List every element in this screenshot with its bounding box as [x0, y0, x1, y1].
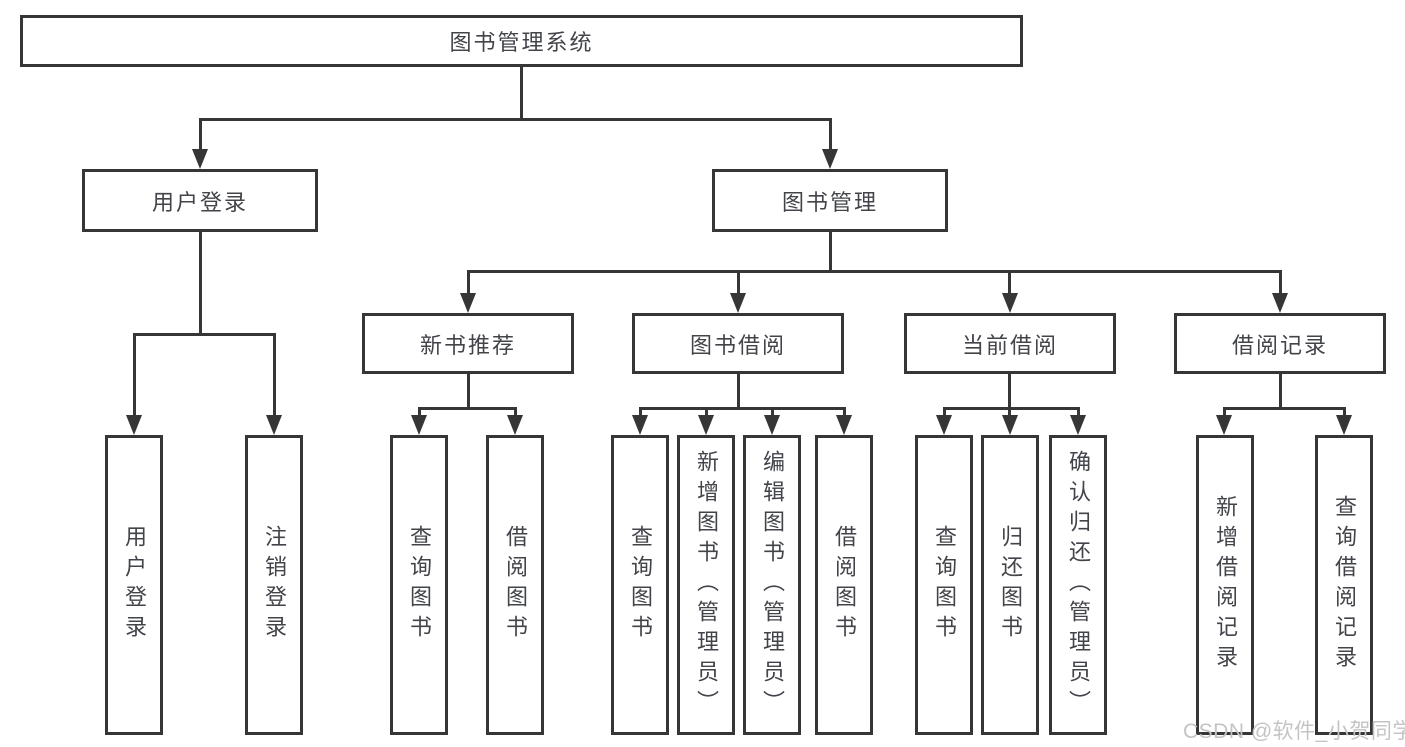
- leaf-label: 归还图书: [998, 525, 1023, 645]
- connector-hline: [1223, 407, 1346, 410]
- leaf-edit-book-admin: 编辑图书（管理员）: [743, 435, 801, 735]
- node-label: 借阅记录: [1231, 332, 1328, 358]
- arrow-down-icon: [836, 415, 852, 435]
- node-book-management: 图书管理: [712, 169, 948, 232]
- leaf-label: 编辑图书（管理员）: [760, 450, 785, 720]
- connector-vline: [1279, 270, 1282, 295]
- node-current-borrowing: 当前借阅: [904, 313, 1116, 374]
- connector-vline: [199, 118, 202, 150]
- arrow-down-icon: [632, 415, 648, 435]
- leaf-query-books-recommend: 查询图书: [390, 435, 448, 735]
- leaf-label: 查询图书: [407, 525, 432, 645]
- arrow-down-icon: [1272, 293, 1288, 313]
- connector-vline: [737, 374, 740, 410]
- leaf-label: 注销登录: [262, 525, 287, 645]
- leaf-borrow-books-borrowing: 借阅图书: [815, 435, 873, 735]
- connector-vline: [771, 407, 774, 417]
- arrow-down-icon: [1002, 415, 1018, 435]
- leaf-label: 新增图书（管理员）: [694, 450, 719, 720]
- arrow-down-icon: [126, 415, 142, 435]
- node-book-borrowing: 图书借阅: [632, 313, 844, 374]
- connector-vline: [514, 407, 517, 417]
- leaf-user-login: 用户登录: [105, 435, 163, 735]
- node-library-management-system: 图书管理系统: [20, 15, 1023, 67]
- leaf-label: 用户登录: [122, 525, 147, 645]
- node-label: 当前借阅: [961, 332, 1058, 358]
- connector-hline: [133, 333, 276, 336]
- connector-hline: [199, 118, 831, 121]
- connector-hline: [639, 407, 846, 410]
- leaf-label: 确认归还（管理员）: [1066, 450, 1091, 720]
- connector-vline: [1008, 407, 1011, 417]
- connector-vline: [1223, 407, 1226, 417]
- leaf-confirm-return-admin: 确认归还（管理员）: [1049, 435, 1107, 735]
- node-new-book-recommendation: 新书推荐: [362, 313, 574, 374]
- node-label: 用户登录: [151, 189, 248, 215]
- leaf-label: 借阅图书: [832, 525, 857, 645]
- arrow-down-icon: [764, 415, 780, 435]
- leaf-add-book-admin: 新增图书（管理员）: [677, 435, 735, 735]
- connector-vline: [737, 270, 740, 295]
- leaf-label: 查询借阅记录: [1332, 495, 1357, 675]
- connector-hline: [418, 407, 517, 410]
- leaf-label: 查询图书: [932, 525, 957, 645]
- arrow-down-icon: [698, 415, 714, 435]
- connector-vline: [829, 232, 832, 273]
- arrow-down-icon: [730, 293, 746, 313]
- leaf-add-borrow-record: 新增借阅记录: [1196, 435, 1254, 735]
- connector-vline: [1279, 374, 1282, 410]
- arrow-down-icon: [192, 149, 208, 169]
- leaf-logout: 注销登录: [245, 435, 303, 735]
- node-label: 图书管理系统: [449, 30, 594, 55]
- connector-vline: [1077, 407, 1080, 417]
- connector-vline: [520, 67, 523, 120]
- connector-vline: [639, 407, 642, 417]
- connector-hline: [467, 270, 1282, 273]
- leaf-query-borrow-record: 查询借阅记录: [1315, 435, 1373, 735]
- arrow-down-icon: [411, 415, 427, 435]
- connector-vline: [133, 333, 136, 416]
- leaf-query-books-borrowing: 查询图书: [611, 435, 669, 735]
- connector-vline: [1008, 270, 1011, 295]
- arrow-down-icon: [1070, 415, 1086, 435]
- connector-vline: [467, 374, 470, 410]
- arrow-down-icon: [266, 415, 282, 435]
- arrow-down-icon: [460, 293, 476, 313]
- node-label: 图书借阅: [689, 332, 786, 358]
- connector-vline: [273, 333, 276, 416]
- node-user-login: 用户登录: [82, 169, 318, 232]
- arrow-down-icon: [1216, 415, 1232, 435]
- node-borrowing-records: 借阅记录: [1174, 313, 1386, 374]
- connector-vline: [829, 118, 832, 150]
- leaf-borrow-books-recommend: 借阅图书: [486, 435, 544, 735]
- arrow-down-icon: [1002, 293, 1018, 313]
- connector-vline: [418, 407, 421, 417]
- leaf-label: 借阅图书: [503, 525, 528, 645]
- connector-vline: [843, 407, 846, 417]
- connector-hline: [943, 407, 1080, 410]
- leaf-label: 查询图书: [628, 525, 653, 645]
- leaf-return-books: 归还图书: [981, 435, 1039, 735]
- node-label: 图书管理: [781, 189, 878, 215]
- connector-vline: [943, 407, 946, 417]
- connector-vline: [1008, 374, 1011, 410]
- connector-vline: [467, 270, 470, 295]
- arrow-down-icon: [822, 149, 838, 169]
- arrow-down-icon: [936, 415, 952, 435]
- arrow-down-icon: [1336, 415, 1352, 435]
- leaf-query-books-current: 查询图书: [915, 435, 973, 735]
- arrow-down-icon: [507, 415, 523, 435]
- connector-vline: [199, 232, 202, 335]
- node-label: 新书推荐: [419, 332, 516, 358]
- leaf-label: 新增借阅记录: [1213, 495, 1238, 675]
- connector-vline: [705, 407, 708, 417]
- watermark: CSDN @软件_小贺同学: [1183, 720, 1405, 743]
- connector-vline: [1343, 407, 1346, 417]
